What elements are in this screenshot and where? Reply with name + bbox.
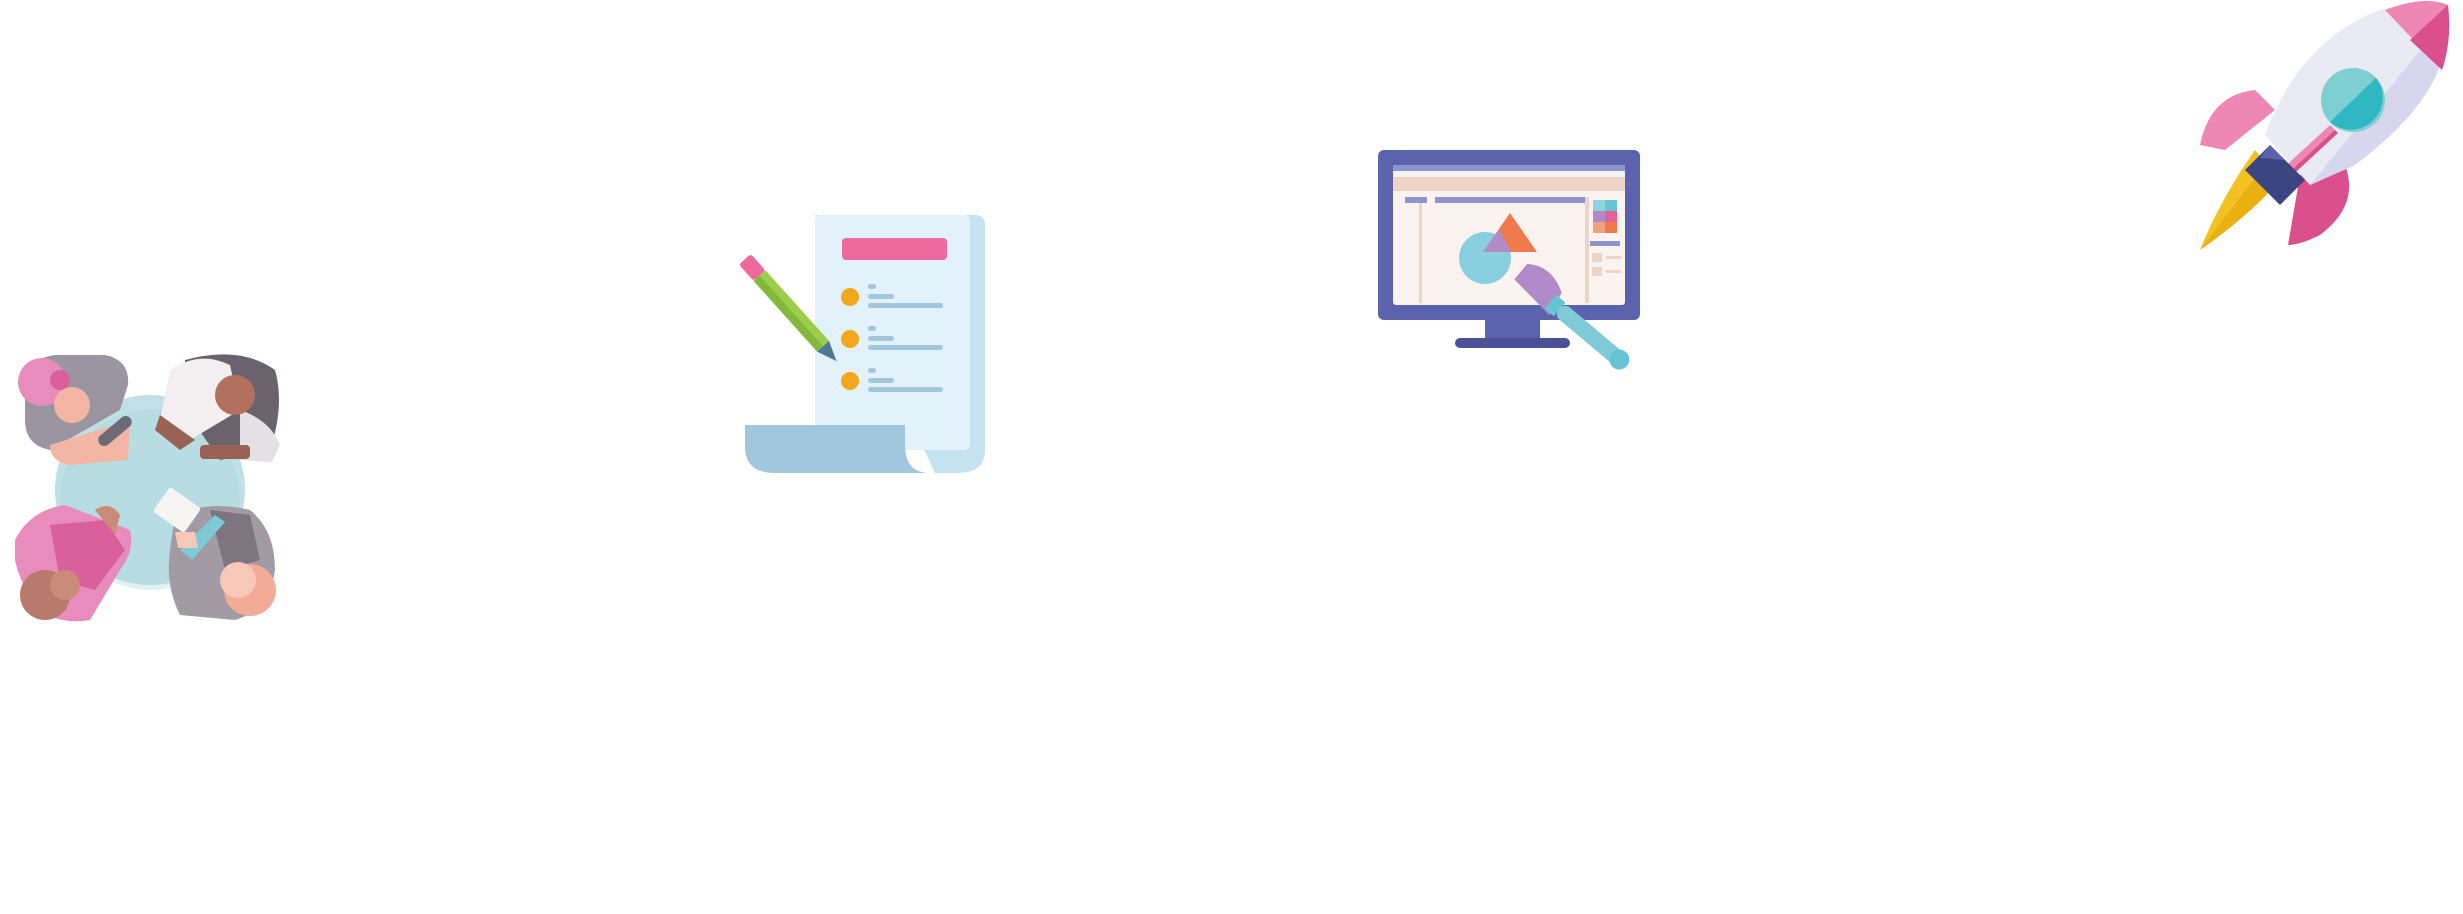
team-meeting-icon [15,354,280,622]
rocket-icon [2200,1,2450,250]
checklist-icon [740,215,985,473]
design-monitor-icon [1378,150,1640,370]
